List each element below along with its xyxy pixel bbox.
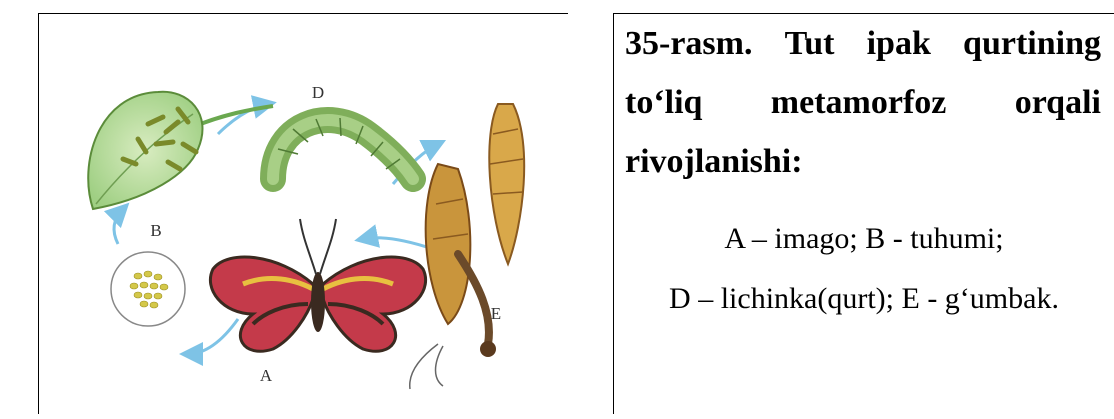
legend-line-1: A – imago; B - tuhumi; [614,222,1114,256]
legend-line-2: D – lichinka(qurt); E - g‘umbak. [614,282,1114,316]
caption-cell: 35-rasm. Tut ipak qurtining to‘liq metam… [614,14,1114,414]
caption-word: Tut [785,14,835,73]
caption-line-3: rivojlanishi: [625,132,1101,191]
caption-word: orqali [1015,73,1101,132]
illustration-cell: D B E A [38,14,613,414]
stage-label-d: D [312,83,324,102]
caption-line-1: 35-rasm. Tut ipak qurtining [625,14,1101,73]
caption-line-2: to‘liq metamorfoz orqali [625,73,1101,132]
stage-label-b: B [150,221,161,240]
pupa-cocoon [410,104,524,389]
caterpillar-larva [273,118,413,179]
stage-label-a: A [260,366,273,385]
caption-word: to‘liq [625,73,702,132]
caption-word: 35-rasm. [625,14,752,73]
caption-word: qurtining [963,14,1101,73]
figure-caption: 35-rasm. Tut ipak qurtining to‘liq metam… [625,14,1101,191]
caption-word: ipak [867,14,931,73]
stage-label-e: E [491,304,501,323]
caption-word: metamorfoz [771,73,947,132]
caption-word: rivojlanishi: [625,132,803,191]
egg-circle [111,252,185,326]
leaf-with-larvae [88,92,273,209]
silkworm-metamorphosis-illustration: D B E A [38,14,613,414]
